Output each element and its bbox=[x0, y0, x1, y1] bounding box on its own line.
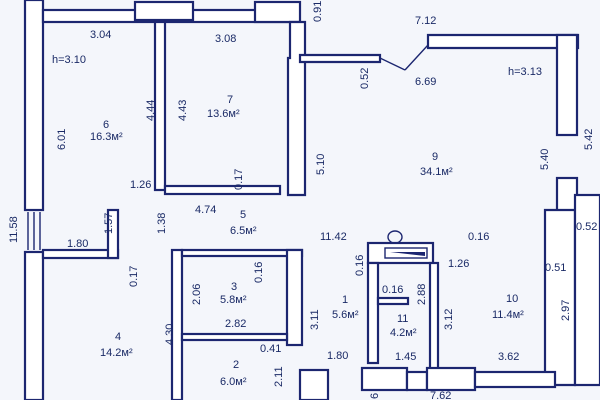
walls bbox=[23, 0, 600, 400]
dimension-label: 0.16 bbox=[354, 255, 366, 276]
window-bottom-left bbox=[360, 366, 409, 392]
bathtub bbox=[384, 247, 428, 259]
dimension-label: 6.69 bbox=[415, 76, 436, 88]
wall-3-2 bbox=[180, 332, 289, 342]
wall-4-stub bbox=[106, 208, 120, 260]
dimension-label: 2.06 bbox=[191, 284, 203, 305]
dimension-label: 11.42 bbox=[320, 231, 347, 243]
dimension-label: 5.10 bbox=[315, 154, 327, 175]
dimension-label: 3.11 bbox=[309, 309, 321, 330]
dimension-label: 11.58 bbox=[8, 216, 20, 243]
room-area: 4.2м² bbox=[390, 327, 417, 339]
wall-4-3 bbox=[170, 248, 184, 400]
dimension-label: 1.45 bbox=[395, 351, 416, 363]
balcony-right bbox=[573, 193, 600, 387]
room-area: 14.2м² bbox=[100, 347, 133, 359]
wall-11-right bbox=[428, 261, 440, 375]
room-area: 6.0м² bbox=[220, 376, 247, 388]
dimension-label: 2.97 bbox=[560, 300, 572, 321]
wall-bottom-right bbox=[473, 370, 557, 389]
dimension-labels: 3.04 3.08 0.91 7.12 0.52 6.69 4.44 4.43 … bbox=[8, 1, 597, 400]
wall-top-9-right bbox=[426, 33, 580, 50]
dimension-label: 1.38 bbox=[156, 213, 168, 234]
wall-11-shelf bbox=[376, 296, 410, 306]
dimension-label: 1.80 bbox=[67, 238, 88, 250]
window-top-right bbox=[253, 0, 302, 24]
wall-bottom-mid bbox=[405, 370, 429, 392]
room-number: 5 bbox=[240, 209, 246, 221]
window-bottom-right bbox=[425, 366, 477, 392]
room-area: 34.1м² bbox=[420, 166, 453, 178]
dimension-label: 0.52 bbox=[576, 221, 597, 233]
window-top-left bbox=[133, 0, 195, 22]
wall-4-top bbox=[41, 248, 120, 260]
height-right: h=3.13 bbox=[508, 66, 542, 78]
room-number: 2 bbox=[233, 359, 239, 371]
room-area: 16.3м² bbox=[90, 131, 123, 143]
dimension-label: 1.26 bbox=[448, 258, 469, 270]
window-left bbox=[27, 212, 41, 250]
dimension-label: 3.12 bbox=[443, 309, 455, 330]
dimension-label: 1.57 bbox=[103, 213, 115, 234]
room-area: 11.4м² bbox=[492, 309, 524, 321]
room-number: 10 bbox=[506, 293, 518, 305]
dimension-label: 6 bbox=[369, 393, 381, 399]
wall-right-lower bbox=[543, 208, 577, 387]
dimension-label: 3.08 bbox=[215, 33, 236, 45]
dimension-label: 2.88 bbox=[416, 284, 428, 305]
dimension-label: 5.40 bbox=[539, 149, 551, 170]
dimension-label: 7.12 bbox=[415, 15, 436, 27]
room-number: 4 bbox=[115, 331, 121, 343]
height-left: h=3.10 bbox=[52, 54, 86, 66]
room-number: 11 bbox=[397, 313, 408, 325]
wall-left-upper bbox=[23, 0, 45, 212]
room-number: 9 bbox=[432, 151, 438, 163]
room-number: 7 bbox=[227, 94, 233, 106]
room-area: 13.6м² bbox=[207, 108, 240, 120]
dimension-label: 0.51 bbox=[545, 262, 566, 274]
wall-bottom-left bbox=[298, 368, 330, 400]
dimension-label: 3.62 bbox=[498, 351, 519, 363]
room-number: 1 bbox=[342, 294, 348, 306]
wall-11-left bbox=[366, 261, 380, 365]
room-number: 6 bbox=[103, 119, 109, 131]
dimension-label: 2.82 bbox=[225, 318, 246, 330]
dimension-label: 0.17 bbox=[128, 266, 140, 287]
dimension-label: 6.01 bbox=[56, 129, 68, 150]
wall-7-bottom bbox=[163, 184, 282, 196]
dimension-label: 0.16 bbox=[468, 231, 489, 243]
dimension-label: 0.52 bbox=[359, 68, 371, 89]
dimension-label: 0.41 bbox=[260, 343, 281, 355]
dimension-label: 1.80 bbox=[327, 350, 348, 362]
room-area: 5.8м² bbox=[220, 294, 247, 306]
wall-6-7 bbox=[153, 20, 167, 192]
wall-3-top bbox=[180, 248, 304, 258]
wall-3-1 bbox=[285, 248, 304, 347]
dimension-label: 7.62 bbox=[430, 390, 451, 400]
wall-right-upper bbox=[555, 33, 579, 137]
tub-shape bbox=[390, 252, 425, 256]
dimension-label: 4.74 bbox=[195, 204, 216, 216]
dimension-label: 0.17 bbox=[233, 169, 245, 190]
wall-7-9 bbox=[286, 20, 307, 197]
room-number: 3 bbox=[231, 281, 237, 293]
room-area: 5.6м² bbox=[332, 309, 359, 321]
dimension-label: 3.04 bbox=[90, 29, 111, 41]
wall-left-lower bbox=[23, 250, 45, 400]
sink bbox=[387, 230, 403, 244]
dimension-label: 4.43 bbox=[177, 100, 189, 121]
dimension-label: 0.16 bbox=[382, 284, 403, 296]
dimension-label: 0.16 bbox=[253, 262, 265, 283]
wall-top-9-left bbox=[298, 53, 382, 64]
dimension-label: 1.26 bbox=[130, 179, 151, 191]
dimension-label: 2.11 bbox=[273, 366, 285, 387]
dimension-label: 5.42 bbox=[583, 129, 595, 150]
room-area: 6.5м² bbox=[230, 225, 257, 237]
dimension-label: 0.91 bbox=[312, 1, 324, 22]
dimension-label: 4.30 bbox=[164, 324, 176, 345]
room-labels: 1 5.6м² 2 6.0м² 3 5.8м² 4 14.2м² 5 6.5м²… bbox=[90, 94, 524, 388]
door-swing-top bbox=[379, 44, 429, 71]
dimension-label: 4.44 bbox=[145, 100, 157, 121]
